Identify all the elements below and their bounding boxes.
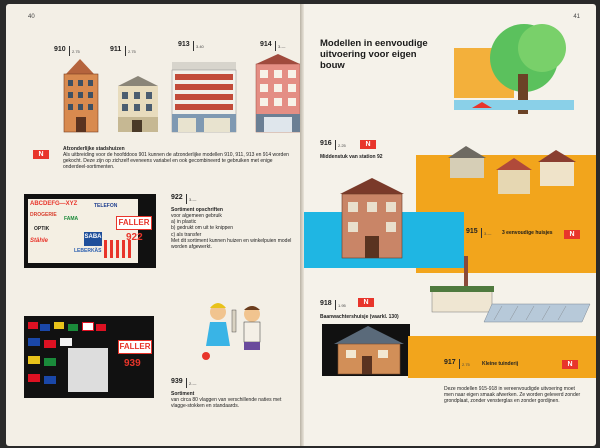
item915-title: 3 eenvoudige huisjes [502,230,553,236]
sign-label-1: TELEFON [94,203,118,209]
code-916: 916 [320,140,332,147]
price-922: 3.— [189,197,197,202]
house-914-image [255,54,301,133]
item917-title: Kleine tuinderij [482,361,519,367]
price-916: 2.25 [338,143,346,148]
flag-panel: FALLER 939 [24,316,154,398]
sign-label-6: LEBERKÄS [74,248,102,254]
code-913: 913 [178,41,190,48]
n-badge: N [33,150,49,159]
flag-panel-label-0: FALLER [118,340,152,354]
code-910: 910 [54,46,66,53]
crossing-house-918-image [334,326,404,375]
section1-title: Afzonderlijke stadshuizen [63,146,125,152]
item939-title: Sortiment [171,391,195,397]
house-911-image [118,76,158,132]
section1-text: Als uitbreiding voor de hoofddoos 901 ku… [63,152,289,171]
station-916-image [340,178,404,259]
sign-label-0: ABCDEFG—XYZ [30,201,78,207]
price-917: 2.75 [462,362,470,367]
price-915: 3.— [484,231,492,236]
price-913: 3.40 [196,44,204,49]
n-badge: N [358,298,374,307]
left-page: 40 910 2.75 911 2.75 913 3.40 914 3.— [6,4,302,446]
nursery-917-image [430,256,591,323]
right-heading: Modellen in eenvoudige uitvoering voor e… [320,38,428,71]
item922-text: voor algemeen gebruik a) in plastic b) g… [171,213,292,251]
children-illustration [202,303,261,360]
sign-label-5: Stähle [30,238,49,244]
city-houses-illustration [63,54,301,133]
sign-label-8: FAMA [64,216,79,222]
code-911: 911 [110,46,122,53]
price-918: 1.95 [338,303,346,308]
sign-label-2: FALLER [116,216,152,230]
n-badge: N [360,140,376,149]
page-gutter [300,4,306,446]
n-badge: N [562,360,578,369]
item916-title: Middenstuk van station 92 [320,154,383,160]
code-915: 915 [466,228,478,235]
sign-panel: ABCDEFG—XYZ TELEFON DROGERIE FAMA OPTIK … [24,194,156,268]
right-page: 41 Modellen in eenvoudige uitvoering voo… [304,4,596,446]
code-918: 918 [320,300,332,307]
price-939: 2.— [189,381,197,386]
item939-text: van circa 80 vlaggen van verschillende n… [171,397,282,410]
item922-title: Sortiment opschriften [171,207,223,213]
house-910-image [63,59,99,133]
flag-panel-label-1: 939 [124,358,141,369]
price-914: 3.— [278,44,286,49]
footer-text: Deze modellen 915-918 in vereenvoudigde … [444,386,581,405]
price-911: 2.75 [128,49,136,54]
orange-backdrop-lower [408,336,596,378]
houses-915-image [448,146,576,194]
sign-label-3: 922 [126,232,143,243]
page-number-right: 41 [573,14,580,20]
code-939: 939 [171,378,183,385]
sign-label-4: SABA [84,234,102,240]
code-922: 922 [171,194,183,201]
n-badge: N [564,230,580,239]
sign-label-7: OPTIK [34,226,50,232]
sign-label-9: DROGERIE [30,212,57,218]
catalog-spread: 40 910 2.75 911 2.75 913 3.40 914 3.— [6,4,596,448]
code-917: 917 [444,359,456,366]
price-910: 2.75 [72,49,80,54]
item918-title: Baanwachtershuisje (vaarkl. 130) [320,314,399,320]
house-913-image [171,62,237,133]
page-number-left: 40 [28,14,35,20]
landscape-illustration [454,24,574,114]
code-914: 914 [260,41,272,48]
